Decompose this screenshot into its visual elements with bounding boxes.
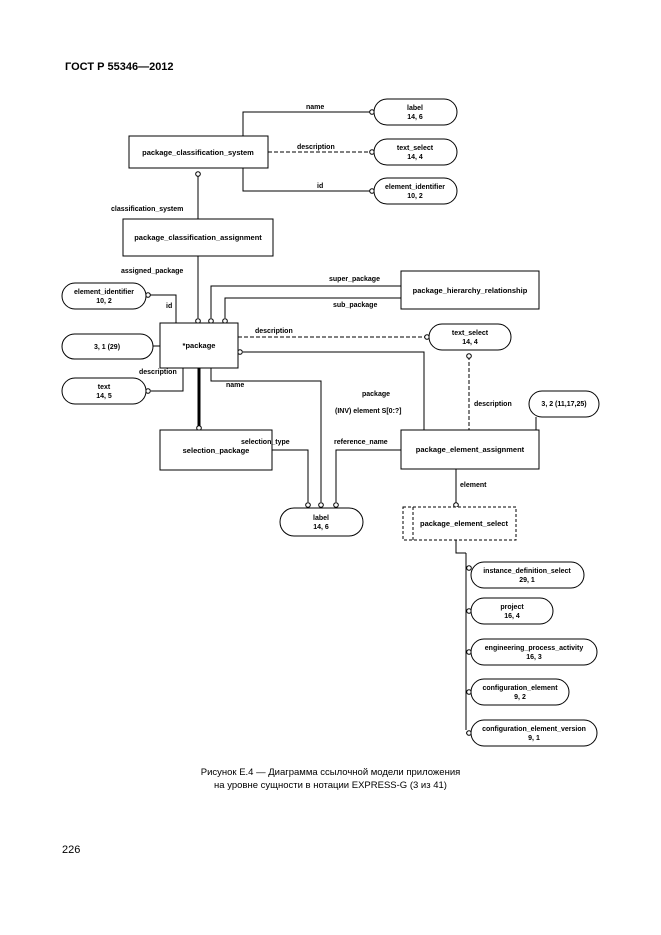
package-hierarchy-relationship-box — [400, 270, 540, 310]
label-inv-element: (INV) element S[0:?] — [335, 408, 402, 415]
id-relation-line — [242, 168, 370, 192]
ref-name: project — [500, 604, 524, 611]
ref-text-select-top — [373, 138, 458, 166]
ref-name: element_identifier — [74, 289, 134, 296]
ref-text-left — [61, 377, 147, 405]
ref-page: 14, 5 — [96, 393, 112, 400]
label-name-top: name — [306, 104, 324, 111]
ref-text-select-mid — [428, 323, 512, 351]
ref-page: 10, 2 — [407, 193, 423, 200]
ref-page-right — [528, 390, 600, 418]
ref-name: configuration_element_version — [482, 726, 586, 733]
label-description-mid: description — [255, 328, 293, 335]
label-assigned-package: assigned_package — [121, 268, 183, 275]
label-description-right: description — [474, 401, 512, 408]
ref-page: 14, 6 — [407, 114, 423, 121]
entity-package-hierarchy-relationship: package_hierarchy_relationship — [413, 286, 528, 295]
package-element-assignment-box — [400, 429, 540, 470]
ref-name: text_select — [452, 330, 489, 337]
ref-configuration-element — [470, 678, 570, 706]
entity-package-element-assignment: package_element_assignment — [416, 445, 525, 454]
ref-name: instance_definition_select — [483, 568, 571, 575]
reference-name-line — [335, 449, 401, 502]
package-classification-system-box — [128, 135, 269, 169]
ref-page-single: 3, 1 (29) — [94, 344, 120, 351]
select-tree-line — [455, 540, 466, 554]
ref-label-bottom — [279, 507, 364, 537]
ref-name: element_identifier — [385, 184, 445, 191]
ref-page: 14, 6 — [313, 524, 329, 531]
label-classification-system: classification_system — [111, 206, 183, 213]
label-description-top: description — [297, 144, 335, 151]
ref-page: 16, 4 — [504, 613, 520, 620]
ref-configuration-element-version — [470, 719, 598, 747]
ref-element-identifier-left — [61, 282, 147, 310]
ref-label-top — [373, 98, 458, 126]
ref-page: 10, 2 — [96, 298, 112, 305]
ref-name: label — [313, 515, 329, 522]
package-classification-assignment-box — [122, 218, 274, 257]
ref-name: text_select — [397, 145, 434, 152]
document-header: ГОСТ Р 55346—2012 — [65, 61, 174, 73]
ref-name: label — [407, 105, 423, 112]
end-circle-icon — [466, 353, 472, 359]
label-element: element — [460, 482, 487, 489]
ref-page: 9, 1 — [528, 735, 540, 742]
end-circle-icon — [333, 502, 339, 508]
ref-project — [470, 597, 554, 625]
label-reference-name: reference_name — [334, 439, 388, 446]
selection-package-box — [159, 429, 273, 471]
name-mid-line — [210, 368, 322, 502]
ref-element-identifier-top — [373, 177, 458, 205]
ref-name: text — [98, 384, 111, 391]
ref-page: 16, 3 — [526, 654, 542, 661]
entity-package-classification-assignment: package_classification_assignment — [134, 233, 262, 242]
label-id-top: id — [317, 183, 323, 190]
label-id-left: id — [166, 303, 172, 310]
ref-instance-definition-select — [470, 561, 585, 589]
name-relation-line — [242, 111, 370, 136]
ref-page: 29, 1 — [519, 577, 535, 584]
select-branch-lines — [465, 553, 469, 734]
id-left-line — [148, 294, 177, 323]
end-circle-icon — [318, 502, 324, 508]
label-name-mid: name — [226, 382, 244, 389]
ref-engineering-process-activity — [470, 638, 598, 666]
entity-selection-package: selection_package — [183, 446, 250, 455]
label-package: package — [362, 391, 390, 398]
end-circle-icon — [466, 565, 472, 571]
ref-page: 9, 2 — [514, 694, 526, 701]
figure-caption-line2: на уровне сущности в нотации EXPRESS-G (… — [214, 780, 447, 791]
package-box — [159, 322, 239, 369]
figure-caption-line1: Рисунок Е.4 — Диаграмма ссылочной модели… — [200, 767, 461, 778]
selection-type-line — [272, 449, 309, 502]
entity-package-element-select: package_element_select — [420, 519, 508, 528]
label-sub-package: sub_package — [333, 302, 377, 309]
entity-package: *package — [183, 341, 216, 350]
sub-package-line — [224, 297, 401, 318]
label-super-package: super_package — [329, 276, 380, 283]
package-element-select-box — [402, 506, 517, 541]
label-selection-type: selection_type — [241, 439, 290, 446]
end-circle-icon — [195, 171, 201, 177]
ref-page-left — [61, 333, 154, 360]
end-circle-icon — [305, 502, 311, 508]
ref-name: configuration_element — [482, 685, 558, 692]
ref-name: engineering_process_activity — [485, 645, 584, 652]
page-number: 226 — [62, 844, 81, 856]
entity-package-classification-system: package_classification_system — [142, 148, 254, 157]
ref-page: 14, 4 — [462, 339, 478, 346]
package-inverse-line — [243, 351, 425, 430]
super-package-line — [210, 285, 401, 318]
ref-page-single: 3, 2 (11,17,25) — [541, 401, 586, 408]
label-description-left: description — [139, 369, 177, 376]
ref-page: 14, 4 — [407, 154, 423, 161]
description-left-line — [151, 368, 184, 392]
